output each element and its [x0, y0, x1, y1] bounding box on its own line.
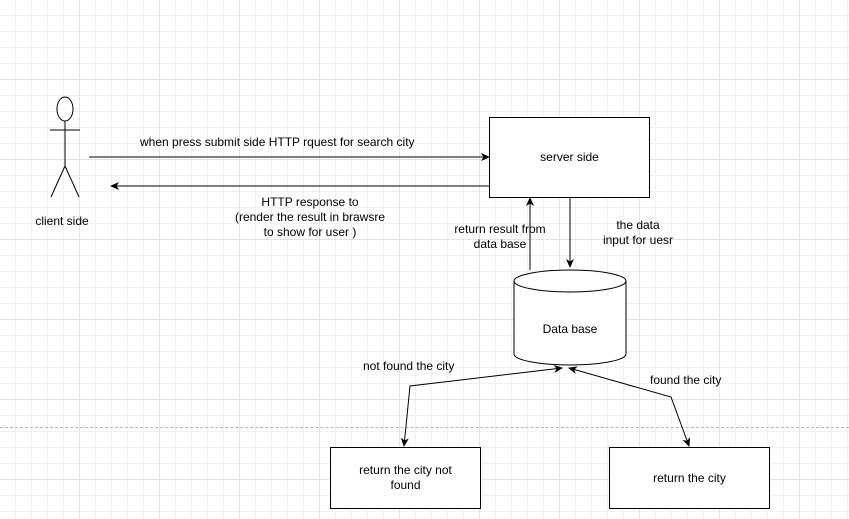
city-not-found-label-line-2: found: [390, 478, 421, 492]
not-found-edge-label: not found the city: [363, 359, 455, 373]
actor-label: client side: [35, 214, 89, 228]
result-from-db-edge-label: return result from data base: [446, 222, 554, 252]
result-label-line-1: return result from: [454, 222, 546, 236]
data-input-label-line-2: input for uesr: [602, 233, 674, 247]
server-side-label: server side: [540, 150, 599, 164]
city-found-label: return the city: [653, 470, 726, 485]
city-not-found-box[interactable]: return the city not found: [330, 447, 481, 509]
city-not-found-label-line-1: return the city not: [359, 463, 452, 477]
client-actor-icon[interactable]: [50, 96, 80, 198]
data-input-edge-label: the data input for uesr: [596, 218, 680, 248]
data-input-label-line-1: the data: [616, 218, 660, 232]
request-edge-label: when press submit side HTTP rquest for s…: [140, 135, 415, 149]
server-side-box[interactable]: server side: [489, 117, 650, 198]
response-label-line-2: (render the result in brawsre: [234, 210, 386, 224]
database-cylinder[interactable]: [513, 269, 627, 366]
found-edge[interactable]: [568, 366, 690, 447]
database-label: Data base: [542, 322, 598, 336]
result-label-line-2: data base: [473, 237, 527, 251]
city-found-box[interactable]: return the city: [609, 447, 770, 509]
found-edge-label: found the city: [650, 373, 722, 387]
response-edge-label: HTTP response to (render the result in b…: [220, 195, 400, 240]
response-label-line-3: to show for user ): [263, 225, 357, 239]
not-found-edge[interactable]: [400, 364, 563, 447]
response-label-line-1: HTTP response to: [261, 195, 359, 209]
